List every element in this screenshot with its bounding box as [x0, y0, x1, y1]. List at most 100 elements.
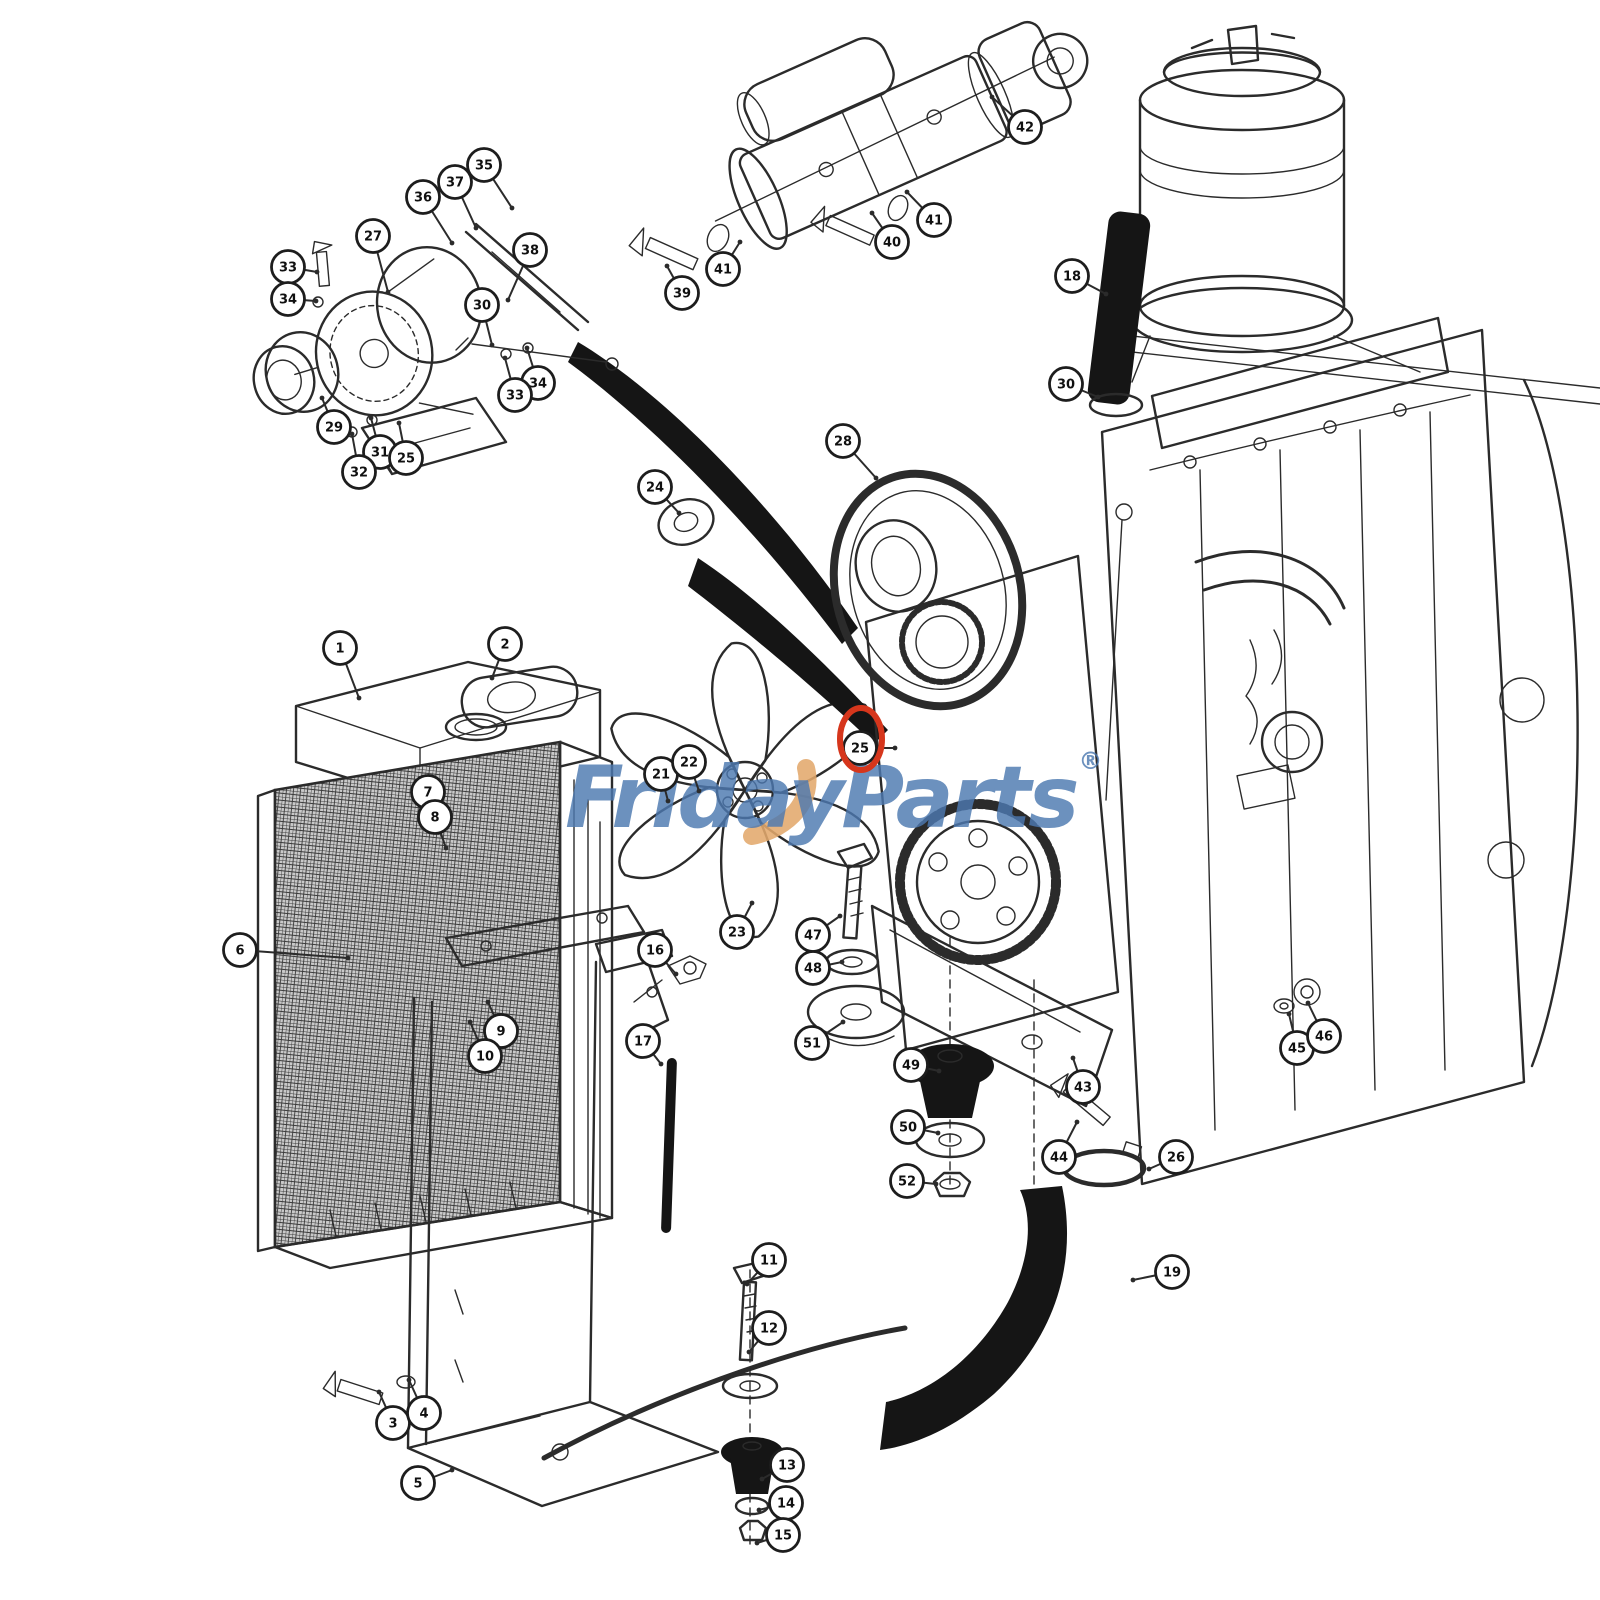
svg-text:26: 26: [1167, 1151, 1185, 1166]
svg-text:40: 40: [883, 236, 901, 251]
callout-9: 9: [483, 999, 519, 1049]
svg-text:33: 33: [279, 261, 297, 276]
svg-text:45: 45: [1288, 1042, 1306, 1057]
svg-text:24: 24: [646, 481, 664, 496]
svg-text:25: 25: [397, 452, 415, 467]
callout-25: 25: [388, 420, 424, 476]
callout-6: 6: [222, 932, 351, 968]
callout-3: 3: [375, 1389, 411, 1441]
engine: [829, 316, 1600, 1211]
callout-14: 14: [756, 1485, 804, 1521]
svg-text:30: 30: [1057, 378, 1075, 393]
callout-26: 26: [1146, 1139, 1194, 1175]
highlighted-part-ring: [837, 705, 885, 773]
svg-text:30: 30: [473, 299, 491, 314]
svg-text:15: 15: [774, 1529, 792, 1544]
svg-text:5: 5: [413, 1477, 422, 1492]
callout-11: 11: [744, 1242, 787, 1287]
svg-text:50: 50: [899, 1121, 917, 1136]
radiator: [256, 660, 908, 1508]
svg-text:52: 52: [898, 1175, 916, 1190]
svg-text:18: 18: [1063, 270, 1081, 285]
callout-27: 27: [355, 218, 391, 295]
callout-16: 16: [637, 932, 679, 977]
callout-30: 30: [464, 287, 500, 348]
callout-43: 43: [1065, 1055, 1101, 1105]
callout-21: 21: [643, 756, 679, 804]
svg-text:47: 47: [804, 929, 822, 944]
svg-text:44: 44: [1050, 1151, 1068, 1166]
svg-text:51: 51: [803, 1037, 821, 1052]
callout-10: 10: [467, 1019, 503, 1074]
svg-text:34: 34: [529, 377, 547, 392]
svg-text:14: 14: [777, 1497, 795, 1512]
callout-23: 23: [719, 900, 755, 950]
svg-text:31: 31: [371, 446, 389, 461]
svg-text:41: 41: [925, 214, 943, 229]
callout-44: 44: [1041, 1119, 1080, 1175]
overflow-rod: [633, 955, 707, 1233]
svg-text:37: 37: [446, 176, 464, 191]
callout-46: 46: [1305, 1000, 1342, 1054]
callout-28: 28: [825, 423, 879, 481]
callout-37: 37: [437, 164, 479, 231]
svg-text:38: 38: [521, 244, 539, 259]
callout-25: 25: [837, 705, 898, 773]
callout-12: 12: [746, 1310, 787, 1355]
svg-text:48: 48: [804, 962, 822, 977]
callout-22: 22: [671, 744, 707, 794]
callout-18: 18: [1054, 258, 1109, 297]
svg-text:6: 6: [235, 944, 244, 959]
callout-32: 32: [341, 431, 377, 490]
callout-30: 30: [1048, 366, 1101, 402]
svg-text:39: 39: [673, 287, 691, 302]
callout-8: 8: [417, 799, 453, 851]
callout-41: 41: [705, 239, 743, 287]
callout-38: 38: [505, 232, 548, 303]
svg-text:8: 8: [430, 811, 439, 826]
svg-text:34: 34: [279, 293, 297, 308]
callout-29: 29: [316, 395, 352, 445]
callout-40: 40: [869, 210, 910, 260]
callout-1: 1: [322, 630, 362, 701]
callout-52: 52: [889, 1163, 939, 1199]
svg-text:41: 41: [714, 263, 732, 278]
callout-47: 47: [795, 913, 843, 953]
svg-text:4: 4: [419, 1407, 428, 1422]
callout-2: 2: [487, 626, 523, 681]
callout-17: 17: [625, 1023, 664, 1067]
svg-text:19: 19: [1163, 1266, 1181, 1281]
svg-text:22: 22: [680, 756, 698, 771]
callout-50: 50: [890, 1109, 941, 1145]
callout-49: 49: [893, 1047, 942, 1083]
callout-4: 4: [406, 1377, 442, 1431]
callout-45: 45: [1279, 1011, 1315, 1066]
svg-text:13: 13: [778, 1459, 796, 1474]
callout-5: 5: [400, 1465, 455, 1501]
callout-36: 36: [405, 179, 455, 246]
svg-text:2: 2: [500, 638, 509, 653]
svg-text:35: 35: [475, 159, 493, 174]
svg-text:32: 32: [350, 466, 368, 481]
svg-text:28: 28: [834, 435, 852, 450]
lower-mount-hardware: [721, 1260, 783, 1546]
callout-41: 41: [904, 189, 952, 238]
svg-text:43: 43: [1074, 1081, 1092, 1096]
callout-19: 19: [1130, 1254, 1190, 1290]
svg-text:16: 16: [646, 944, 664, 959]
svg-text:27: 27: [364, 230, 382, 245]
svg-text:17: 17: [634, 1035, 652, 1050]
svg-text:42: 42: [1016, 121, 1034, 136]
callout-48: 48: [795, 950, 845, 986]
svg-text:21: 21: [652, 768, 670, 783]
callout-35: 35: [466, 147, 515, 211]
svg-text:46: 46: [1315, 1030, 1333, 1045]
svg-text:33: 33: [506, 389, 524, 404]
svg-text:9: 9: [496, 1025, 505, 1040]
callout-15: 15: [754, 1517, 801, 1553]
callout-33: 33: [497, 355, 533, 413]
svg-text:49: 49: [902, 1059, 920, 1074]
svg-text:25: 25: [851, 742, 869, 757]
